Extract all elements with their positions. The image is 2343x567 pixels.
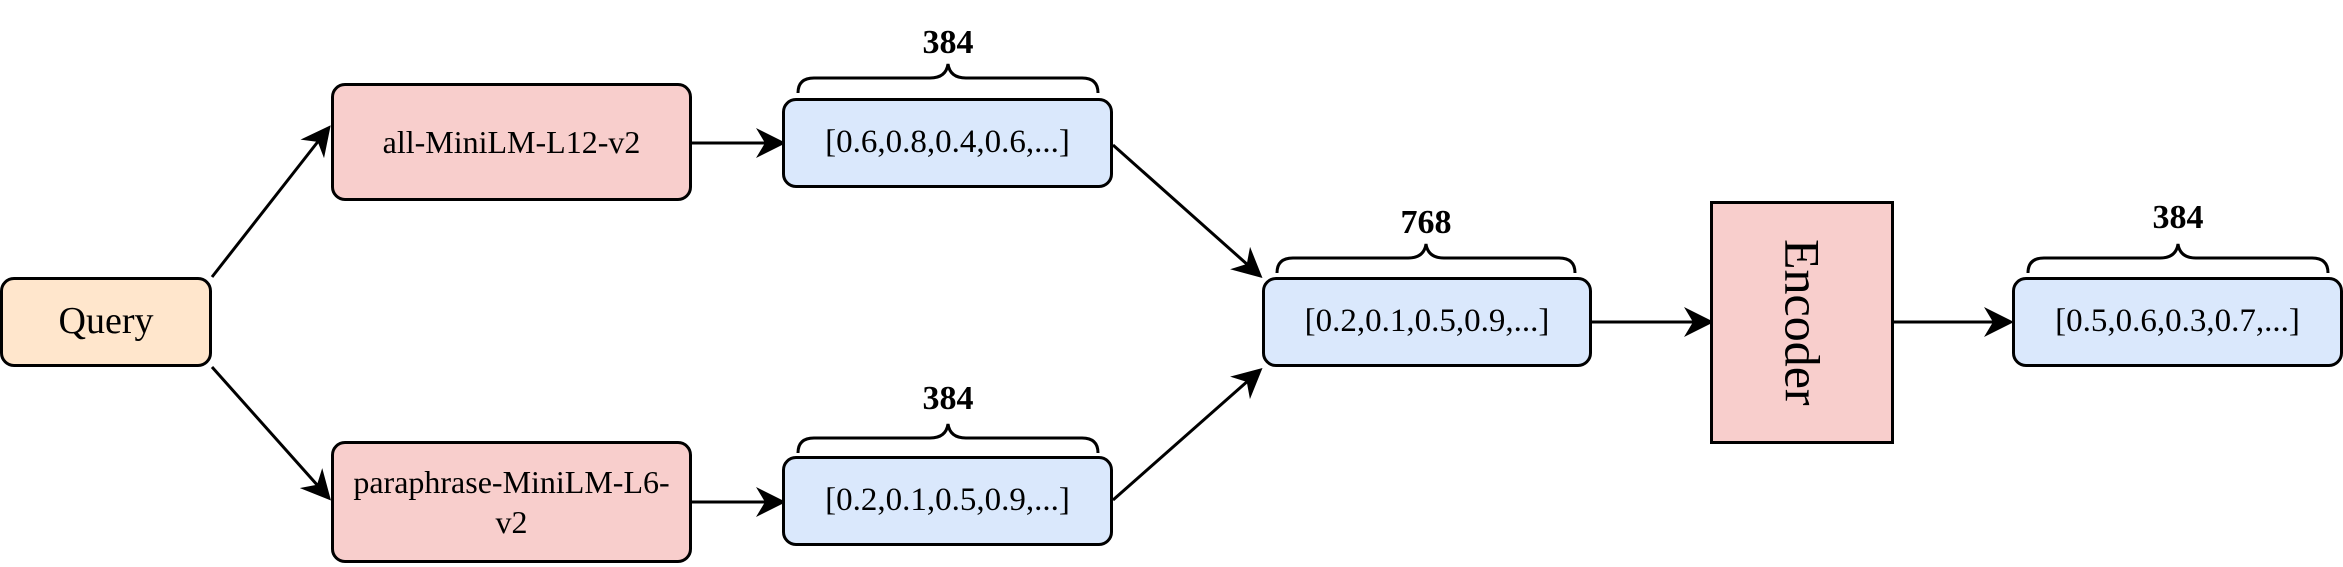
model-node-all-minilm-l12: all-MiniLM-L12-v2	[331, 83, 692, 201]
encoder-label: Encoder	[1774, 239, 1831, 406]
brace-bottom	[796, 423, 1100, 454]
arrow-vector-top-to-concat	[1112, 143, 1263, 278]
dimension-label-concat: 768	[1400, 204, 1452, 241]
model-node-paraphrase-minilm-l6: paraphrase-MiniLM-L6-v2	[331, 441, 692, 563]
brace-concat	[1275, 243, 1577, 274]
dimension-label-output: 384	[2152, 199, 2204, 236]
arrow-query-to-model-top	[210, 125, 331, 278]
query-node: Query	[0, 277, 212, 367]
arrow-query-to-model-bottom	[210, 366, 331, 501]
brace-output	[2026, 243, 2330, 274]
output-vector: [0.5,0.6,0.3,0.7,...]	[2012, 277, 2343, 367]
encoder-node: Encoder	[1710, 201, 1894, 444]
brace-top	[796, 63, 1100, 94]
dimension-label-top: 384	[922, 24, 974, 61]
concatenated-vector: [0.2,0.1,0.5,0.9,...]	[1262, 277, 1592, 367]
dimension-label-bottom: 384	[922, 380, 974, 417]
embedding-vector-bottom: [0.2,0.1,0.5,0.9,...]	[782, 456, 1113, 546]
arrow-vector-bottom-to-concat	[1112, 368, 1263, 502]
embedding-vector-top: [0.6,0.8,0.4,0.6,...]	[782, 98, 1113, 188]
